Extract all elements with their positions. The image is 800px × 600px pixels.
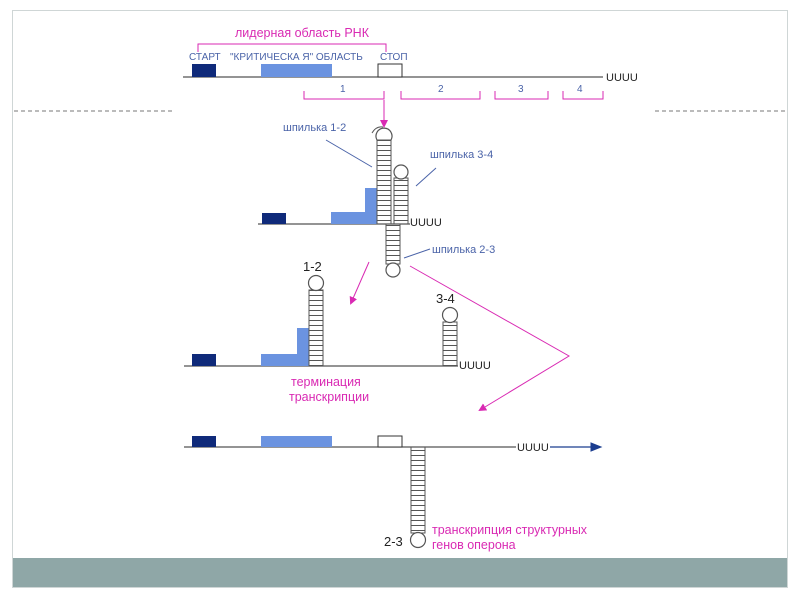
hairpin-12-label: шпилька 1-2 (283, 122, 346, 134)
arrow-to-readthrough (409, 265, 570, 412)
hairpin-34-label: шпилька 3-4 (430, 149, 493, 161)
hairpin-23-loop-readthrough (409, 531, 427, 549)
hairpin-23-label: шпилька 2-3 (432, 244, 495, 256)
hairpin-12-label-term: 1-2 (303, 259, 322, 274)
start-box-middle (262, 213, 286, 224)
polyu-readthrough: UUUU (517, 442, 549, 454)
critical-step-high-term (297, 328, 309, 366)
critical-step-low-term (261, 354, 297, 366)
region-bracket-2 (400, 91, 481, 100)
hairpin-34-loop-term (441, 306, 459, 324)
arrow-to-termination (349, 261, 370, 305)
hairpin-12-stem (376, 139, 392, 225)
stop-box-readthrough (377, 435, 403, 448)
leader-bracket (197, 43, 387, 52)
leader-label: лидерная область РНК (235, 26, 370, 40)
critical-step-low (331, 212, 365, 224)
start-box-readthrough (192, 436, 216, 447)
region-label-1: 1 (340, 84, 346, 95)
polyu-termination: UUUU (459, 360, 491, 372)
start-label: СТАРТ (189, 52, 221, 63)
hairpin-12-stem-term (308, 289, 324, 367)
hairpin-12-loop-term (307, 274, 325, 292)
polyu-top: UUUU (606, 72, 638, 84)
hairpin-34-label-term: 3-4 (436, 291, 455, 306)
region-label-4: 4 (577, 84, 583, 95)
hairpin-34-pointer (415, 167, 437, 187)
hairpin-12-pointer (325, 139, 373, 168)
hairpin-34-loop (393, 164, 409, 180)
critical-step-high (365, 188, 377, 224)
stop-box (377, 63, 403, 78)
critical-region-readthrough (261, 436, 332, 447)
termination-panel: 1-2 3-4 UUUU терминация транскрипции (184, 259, 491, 404)
region-bracket-3 (494, 91, 549, 100)
start-box (192, 64, 216, 77)
hairpin-34-stem (393, 177, 409, 225)
critical-label: "КРИТИЧЕСКА Я" ОБЛАСТЬ (230, 52, 363, 63)
hairpin-23-loop (385, 262, 401, 278)
stop-label: СТОП (380, 52, 408, 63)
hairpin-12-loop (375, 127, 393, 141)
hairpin-12-tail (371, 126, 384, 134)
readthrough-caption-1: транскрипция структурных (432, 523, 588, 537)
hairpin-34-stem-term (442, 321, 458, 367)
readthrough-panel: UUUU 2-3 транскрипция структурных генов … (184, 435, 603, 552)
region-bracket-1 (303, 91, 385, 100)
bottom-band (13, 558, 787, 587)
region-label-2: 2 (438, 84, 444, 95)
region-bracket-4 (562, 91, 604, 100)
start-box-termination (192, 354, 216, 366)
region-label-3: 3 (518, 84, 524, 95)
readthrough-caption-2: генов оперона (432, 538, 516, 552)
hairpins-middle: UUUU шпилька 1-2 шпилька 3-4 шпилька 2-3 (258, 122, 570, 412)
polyu-middle: UUUU (410, 217, 442, 229)
termination-caption-1: терминация (291, 375, 361, 389)
hairpin-23-pointer (403, 248, 431, 259)
hairpin-23-label-readthrough: 2-3 (384, 534, 403, 549)
critical-region-box (261, 64, 332, 77)
termination-caption-2: транскрипции (289, 390, 369, 404)
slide-frame (12, 10, 788, 588)
leader-region-top: лидерная область РНК СТАРТ "КРИТИЧЕСКА Я… (183, 26, 638, 128)
hairpin-23-stem-readthrough (410, 446, 426, 534)
hairpin-23-stem (385, 223, 401, 265)
